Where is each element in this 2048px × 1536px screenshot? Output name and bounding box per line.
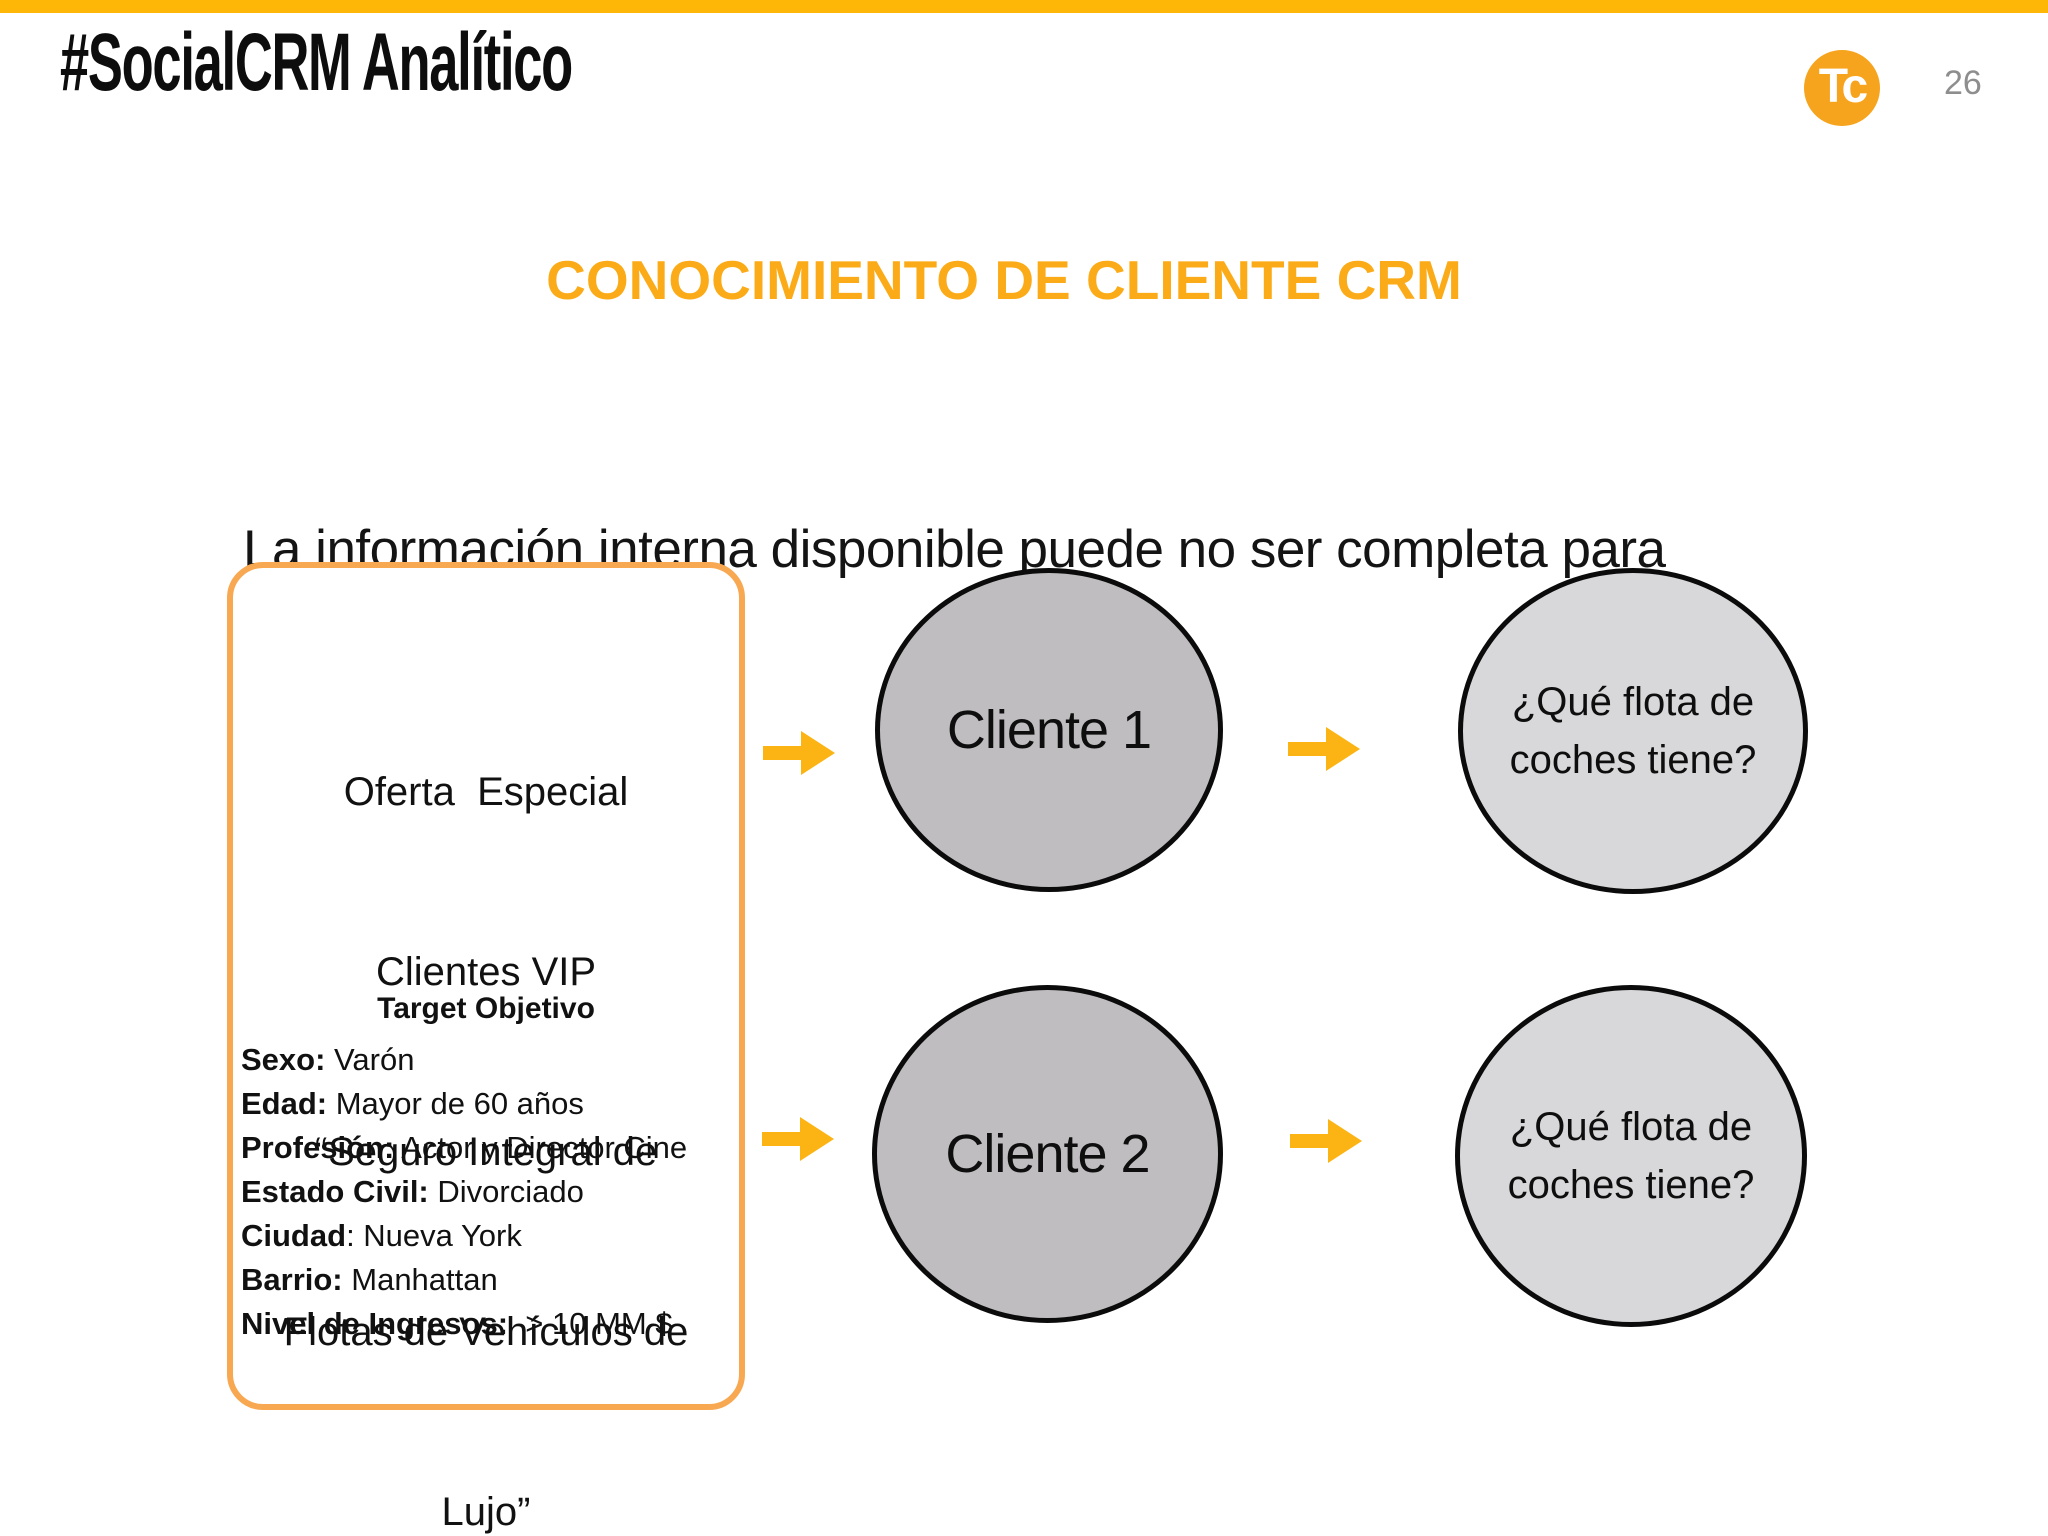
question-line: ¿Qué flota de (1511, 680, 1755, 724)
offer-box: Oferta Especial Clientes VIP “Seguro Int… (227, 562, 745, 1534)
offer-headline-line: Flotas de Vehículos de (283, 1310, 689, 1354)
arrow-right-icon (763, 731, 835, 775)
attribute-value: Divorciado (428, 1174, 584, 1209)
arrow-right-icon (762, 1117, 834, 1161)
attribute-value: > 10 MM $ (508, 1306, 673, 1341)
attribute-label: Edad: (241, 1086, 328, 1121)
attribute-row: Estado Civil: Divorciado (241, 1170, 741, 1214)
top-accent-bar (0, 0, 2048, 13)
attribute-row: Sexo: Varón (241, 1038, 741, 1082)
target-objective-title: Target Objetivo (377, 992, 595, 1025)
attribute-label: Barrio: (241, 1262, 343, 1297)
question-line: coches tiene? (1507, 1163, 1755, 1207)
target-attributes-list: Sexo: Varón Edad: Mayor de 60 años Profe… (241, 1038, 741, 1346)
offer-headline-line: Oferta Especial (343, 770, 629, 814)
attribute-value: Varón (325, 1042, 415, 1077)
offer-headline-line: Lujo” (441, 1490, 531, 1534)
client-2-label: Cliente 2 (945, 1124, 1150, 1184)
client-2-node: Cliente 2 (872, 985, 1223, 1323)
attribute-value: : Nueva York (346, 1218, 522, 1253)
question-line: coches tiene? (1509, 738, 1757, 782)
attribute-value: Mayor de 60 años (327, 1086, 584, 1121)
slide-heading: #SocialCRM Analítico (60, 17, 573, 108)
attribute-row: Barrio: Manhattan (241, 1258, 741, 1302)
attribute-label: Profesión: (241, 1130, 395, 1165)
attribute-row: Profesión: Actor y Director Cine (241, 1126, 741, 1170)
question-line: ¿Qué flota de (1509, 1105, 1753, 1149)
attribute-label: Ciudad (241, 1218, 347, 1253)
attribute-row: Nivel de Ingresos: > 10 MM $ (241, 1302, 741, 1346)
question-1-label: ¿Qué flota de coches tiene? (1510, 673, 1757, 789)
page-number: 26 (1944, 64, 1982, 102)
question-2-node: ¿Qué flota de coches tiene? (1455, 985, 1807, 1327)
offer-headline-line: “Seguro Integral de (314, 1130, 658, 1174)
section-title: CONOCIMIENTO DE CLIENTE CRM (546, 249, 1462, 311)
client-1-node: Cliente 1 (875, 568, 1223, 892)
attribute-label: Sexo: (241, 1042, 326, 1077)
intro-line-1: La información interna disponible puede … (243, 520, 1666, 579)
attribute-row: Edad: Mayor de 60 años (241, 1082, 741, 1126)
tc-logo: Tc (1804, 50, 1880, 126)
question-2-label: ¿Qué flota de coches tiene? (1508, 1098, 1755, 1214)
attribute-value: Actor y Director Cine (394, 1130, 688, 1165)
arrow-right-icon (1290, 1119, 1362, 1163)
offer-headline-line: Clientes VIP (375, 950, 597, 994)
attribute-label: Nivel de Ingresos: (241, 1306, 509, 1341)
client-1-label: Cliente 1 (946, 700, 1152, 760)
attribute-label: Estado Civil: (241, 1174, 429, 1209)
offer-headline: Oferta Especial Clientes VIP “Seguro Int… (233, 642, 739, 1536)
tc-logo-text: Tc (1818, 59, 1868, 113)
attribute-value: Manhattan (342, 1262, 498, 1297)
question-1-node: ¿Qué flota de coches tiene? (1458, 568, 1808, 894)
arrow-right-icon (1288, 727, 1360, 771)
attribute-row: Ciudad: Nueva York (241, 1214, 741, 1258)
